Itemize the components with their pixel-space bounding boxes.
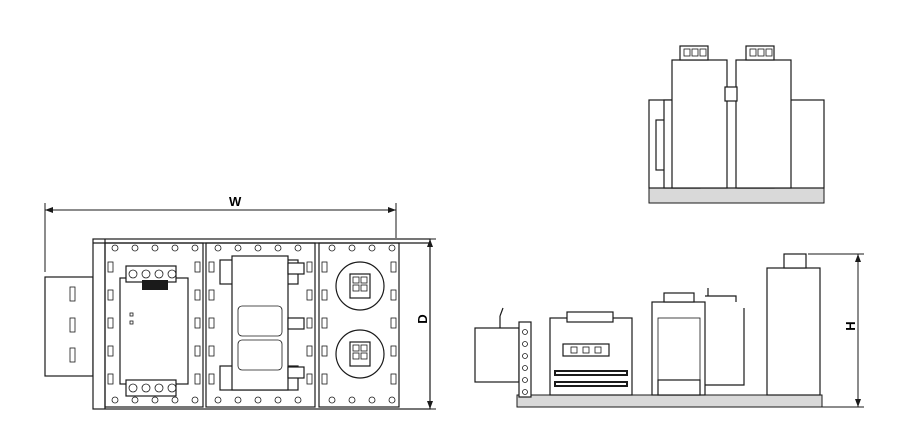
transformer-front bbox=[651, 288, 745, 396]
controller-board bbox=[119, 265, 189, 397]
side-view bbox=[648, 45, 825, 204]
transformer-top bbox=[219, 255, 305, 391]
controller-board-front bbox=[549, 311, 633, 396]
compartment-middle bbox=[205, 242, 316, 408]
side-slots bbox=[107, 261, 397, 385]
compartment-right bbox=[318, 242, 400, 408]
width-dimension bbox=[44, 203, 397, 272]
capacitor-side-right bbox=[735, 59, 792, 189]
capacitor-side-left bbox=[671, 59, 728, 189]
capacitors-top bbox=[335, 261, 385, 379]
side-terminal-housing bbox=[44, 276, 94, 377]
height-dimension bbox=[808, 253, 864, 408]
depth-label: D bbox=[415, 314, 430, 323]
compartment-left bbox=[104, 242, 204, 408]
terminal-box-front bbox=[474, 327, 520, 383]
front-view-base bbox=[516, 394, 823, 408]
depth-dimension bbox=[427, 238, 436, 410]
width-label: W bbox=[229, 194, 242, 209]
height-label: H bbox=[843, 321, 858, 330]
side-view-base bbox=[648, 187, 825, 204]
capacitor-front bbox=[766, 253, 821, 396]
mounting-holes bbox=[111, 244, 396, 404]
front-view bbox=[474, 253, 864, 408]
top-view bbox=[44, 203, 436, 410]
